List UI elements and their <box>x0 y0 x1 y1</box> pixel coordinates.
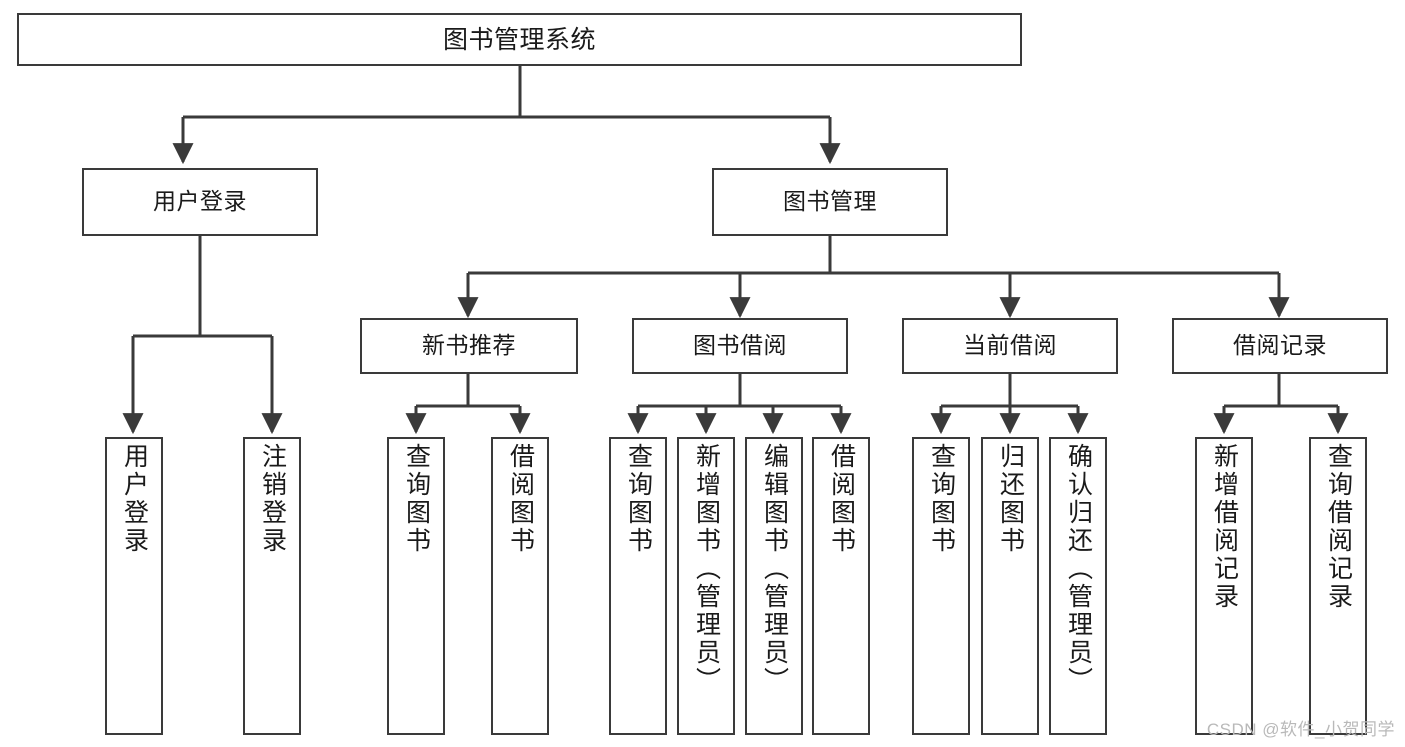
leaf-current-return-book[interactable]: 归还图书 <box>981 437 1039 735</box>
node-user-login[interactable]: 用户登录 <box>82 168 318 236</box>
node-book-borrow-label: 图书借阅 <box>693 332 787 359</box>
node-borrow-records[interactable]: 借阅记录 <box>1172 318 1388 374</box>
leaf-borrow-edit-book[interactable]: 编辑图书（管理员） <box>745 437 803 735</box>
leaf-records-query-record-label: 查询借阅记录 <box>1324 443 1353 611</box>
node-book-management[interactable]: 图书管理 <box>712 168 948 236</box>
leaf-borrow-borrow-book[interactable]: 借阅图书 <box>812 437 870 735</box>
leaf-newbook-borrow-book[interactable]: 借阅图书 <box>491 437 549 735</box>
node-root-label: 图书管理系统 <box>442 25 596 54</box>
node-borrow-records-label: 借阅记录 <box>1233 332 1327 359</box>
node-current-borrow[interactable]: 当前借阅 <box>902 318 1118 374</box>
node-root[interactable]: 图书管理系统 <box>17 13 1022 66</box>
leaf-borrow-add-book-label: 新增图书（管理员） <box>692 443 721 695</box>
leaf-current-return-book-label: 归还图书 <box>996 443 1025 555</box>
leaf-records-add-record-label: 新增借阅记录 <box>1210 443 1239 611</box>
leaf-records-query-record[interactable]: 查询借阅记录 <box>1309 437 1367 735</box>
leaf-borrow-query-book[interactable]: 查询图书 <box>609 437 667 735</box>
node-book-management-label: 图书管理 <box>783 188 877 215</box>
node-user-login-label: 用户登录 <box>153 188 247 215</box>
leaf-current-query-book[interactable]: 查询图书 <box>912 437 970 735</box>
leaf-borrow-borrow-book-label: 借阅图书 <box>827 443 856 555</box>
leaf-newbook-query-book-label: 查询图书 <box>402 443 431 555</box>
leaf-current-confirm-return-label: 确认归还（管理员） <box>1064 443 1093 695</box>
node-book-borrow[interactable]: 图书借阅 <box>632 318 848 374</box>
leaf-current-query-book-label: 查询图书 <box>927 443 956 555</box>
leaf-newbook-borrow-book-label: 借阅图书 <box>506 443 535 555</box>
leaf-user-logout-label: 注销登录 <box>258 443 287 555</box>
leaf-newbook-query-book[interactable]: 查询图书 <box>387 437 445 735</box>
leaf-user-login-label: 用户登录 <box>120 443 149 555</box>
leaf-current-confirm-return[interactable]: 确认归还（管理员） <box>1049 437 1107 735</box>
leaf-records-add-record[interactable]: 新增借阅记录 <box>1195 437 1253 735</box>
node-new-book-recommend-label: 新书推荐 <box>422 332 516 359</box>
leaf-borrow-edit-book-label: 编辑图书（管理员） <box>760 443 789 695</box>
leaf-user-logout[interactable]: 注销登录 <box>243 437 301 735</box>
leaf-borrow-query-book-label: 查询图书 <box>624 443 653 555</box>
node-new-book-recommend[interactable]: 新书推荐 <box>360 318 578 374</box>
leaf-borrow-add-book[interactable]: 新增图书（管理员） <box>677 437 735 735</box>
node-current-borrow-label: 当前借阅 <box>963 332 1057 359</box>
leaf-user-login[interactable]: 用户登录 <box>105 437 163 735</box>
